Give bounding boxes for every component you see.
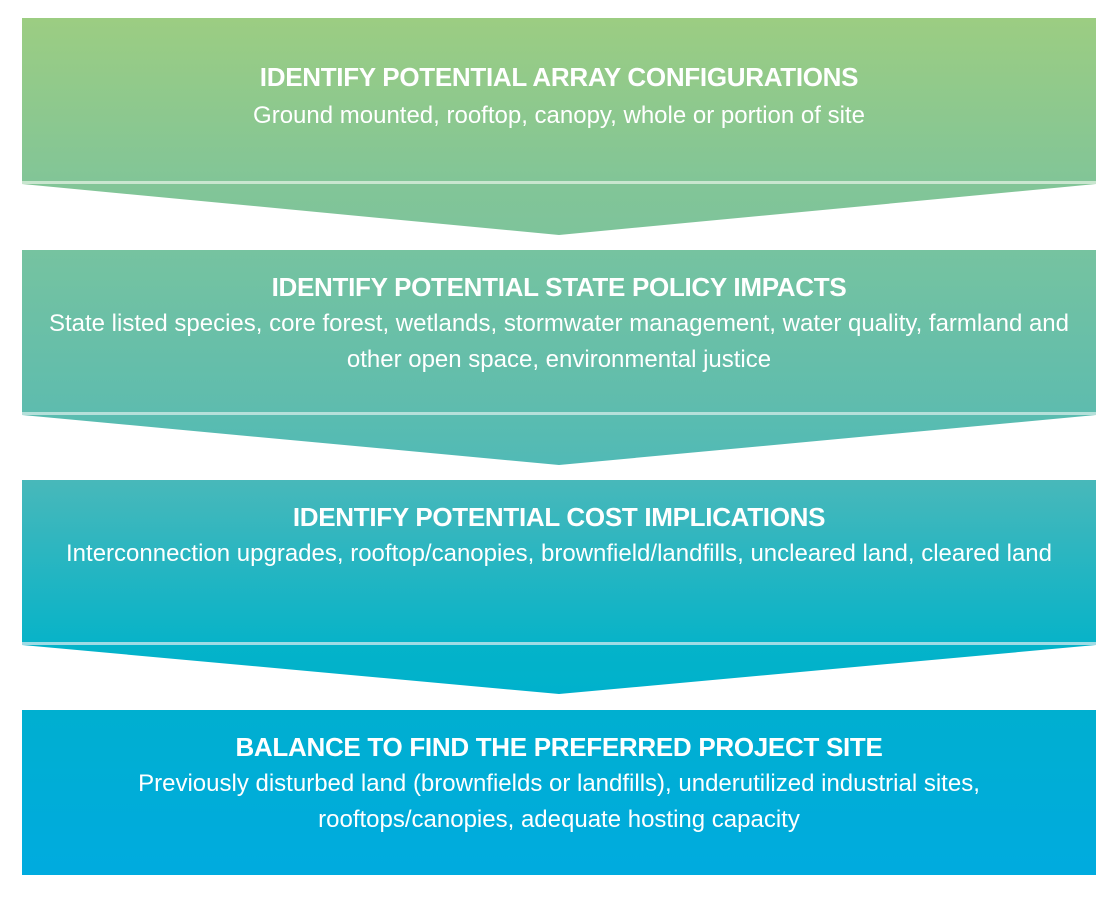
step-divider [22,642,1096,645]
step-title: IDENTIFY POTENTIAL ARRAY CONFIGURATIONS [259,62,859,92]
chevron-down-arrow-icon [22,415,1096,465]
step-title: BALANCE TO FIND THE PREFERRED PROJECT SI… [235,732,883,762]
step-description: Ground mounted, rooftop, canopy, whole o… [253,102,865,129]
chevron-down-arrow-icon [22,645,1096,694]
step-description: Interconnection upgrades, rooftop/canopi… [66,540,1052,567]
step-state-policy-impacts: IDENTIFY POTENTIAL STATE POLICY IMPACTS … [22,250,1096,465]
step-description: State listed species, core forest, wetla… [48,310,1070,373]
step-array-configurations: IDENTIFY POTENTIAL ARRAY CONFIGURATIONS … [22,18,1096,235]
chevron-down-arrow-icon [22,184,1096,235]
step-description: Previously disturbed land (brownfields o… [138,770,980,833]
step-title: IDENTIFY POTENTIAL COST IMPLICATIONS [292,502,826,532]
step-box: BALANCE TO FIND THE PREFERRED PROJECT SI… [22,710,1096,875]
step-divider [22,181,1096,184]
step-cost-implications: IDENTIFY POTENTIAL COST IMPLICATIONS Int… [22,480,1096,694]
step-title: IDENTIFY POTENTIAL STATE POLICY IMPACTS [271,272,847,302]
step-box: IDENTIFY POTENTIAL COST IMPLICATIONS Int… [22,480,1096,642]
step-divider [22,412,1096,415]
step-box: IDENTIFY POTENTIAL STATE POLICY IMPACTS … [22,250,1096,412]
step-preferred-project-site: BALANCE TO FIND THE PREFERRED PROJECT SI… [22,710,1096,875]
step-box: IDENTIFY POTENTIAL ARRAY CONFIGURATIONS … [22,18,1096,181]
